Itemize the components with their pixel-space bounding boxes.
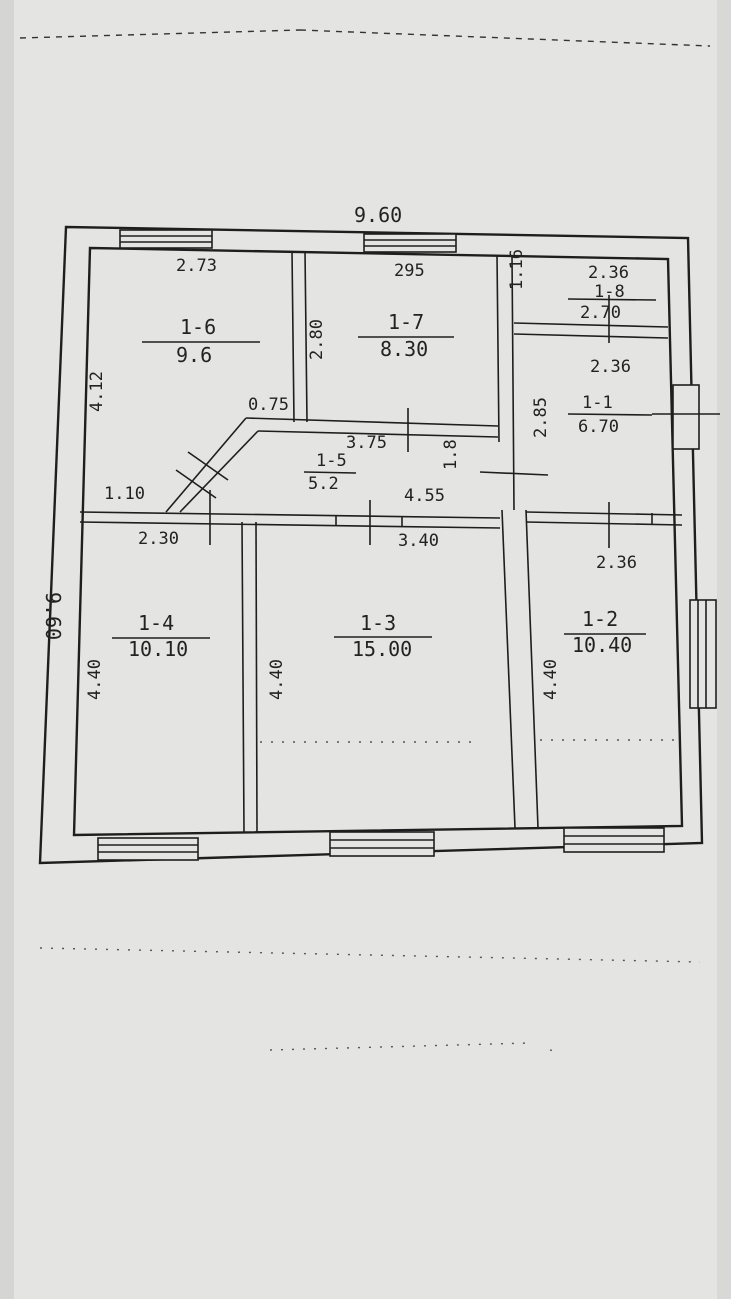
- interior-walls: [79, 250, 683, 833]
- dim-18: 1.8: [441, 439, 461, 470]
- window-bottom-middle: [329, 831, 435, 857]
- dim-340: 3.40: [398, 531, 439, 551]
- dim-412: 4.12: [87, 371, 107, 412]
- dim-075: 0.75: [248, 395, 289, 415]
- header-dashed-line: [19, 29, 711, 47]
- dim-236-top: 2.36: [588, 263, 629, 283]
- room-1-5-area: 5.2: [308, 474, 339, 494]
- dim-110: 1.10: [104, 484, 145, 504]
- dim-440-right: 4.40: [541, 659, 561, 700]
- room-1-6-id: 1-6: [180, 315, 216, 339]
- dim-375: 3.75: [346, 433, 387, 453]
- dim-280: 2.80: [307, 319, 327, 360]
- dim-295: 295: [394, 261, 425, 281]
- dim-230: 2.30: [138, 529, 179, 549]
- window-top-middle: [363, 233, 457, 253]
- room-1-4-id: 1-4: [138, 611, 174, 635]
- dim-285: 2.85: [531, 397, 551, 438]
- windows: [97, 229, 720, 861]
- room-labels: 1-6 9.6 1-7 8.30 1-8 2.70 1-1 6.70 1-5 5…: [128, 282, 632, 661]
- room-1-3-area: 15.00: [352, 637, 412, 661]
- window-bottom-left: [97, 837, 199, 861]
- dim-236-mid: 2.36: [590, 357, 631, 377]
- dim-236-low: 2.36: [596, 553, 637, 573]
- faint-dotted-traces: [39, 739, 701, 1053]
- room-1-7-id: 1-7: [388, 310, 424, 334]
- door-marks: [175, 295, 653, 548]
- dimension-labels: 9.60 9.60 2.73 295 1.16 2.36 4.12 2.80 2…: [41, 203, 637, 700]
- room-1-1-area: 6.70: [578, 417, 619, 437]
- window-right-upper: [652, 384, 720, 450]
- window-right-lower: [689, 599, 717, 709]
- dim-440-mid: 4.40: [267, 659, 287, 700]
- dim-116: 1.16: [507, 249, 527, 290]
- outer-walls: [38, 225, 704, 865]
- area-underlines: [112, 298, 657, 639]
- dim-440-left: 4.40: [85, 659, 105, 700]
- window-top-left: [119, 229, 213, 249]
- room-1-5-id: 1-5: [316, 451, 347, 471]
- window-bottom-right: [563, 827, 665, 853]
- dim-overall-width: 9.60: [354, 203, 402, 227]
- dim-overall-height: 9.60: [41, 592, 65, 640]
- room-1-2-area: 10.40: [572, 633, 632, 657]
- room-1-1-id: 1-1: [582, 393, 613, 413]
- dim-273: 2.73: [176, 256, 217, 276]
- room-1-8-area: 2.70: [580, 303, 621, 323]
- room-1-3-id: 1-3: [360, 611, 396, 635]
- room-1-8-id: 1-8: [594, 282, 625, 302]
- dim-455: 4.55: [404, 486, 445, 506]
- room-1-2-id: 1-2: [582, 607, 618, 631]
- room-1-7-area: 8.30: [380, 337, 428, 361]
- room-1-6-area: 9.6: [176, 343, 212, 367]
- room-1-4-area: 10.10: [128, 637, 188, 661]
